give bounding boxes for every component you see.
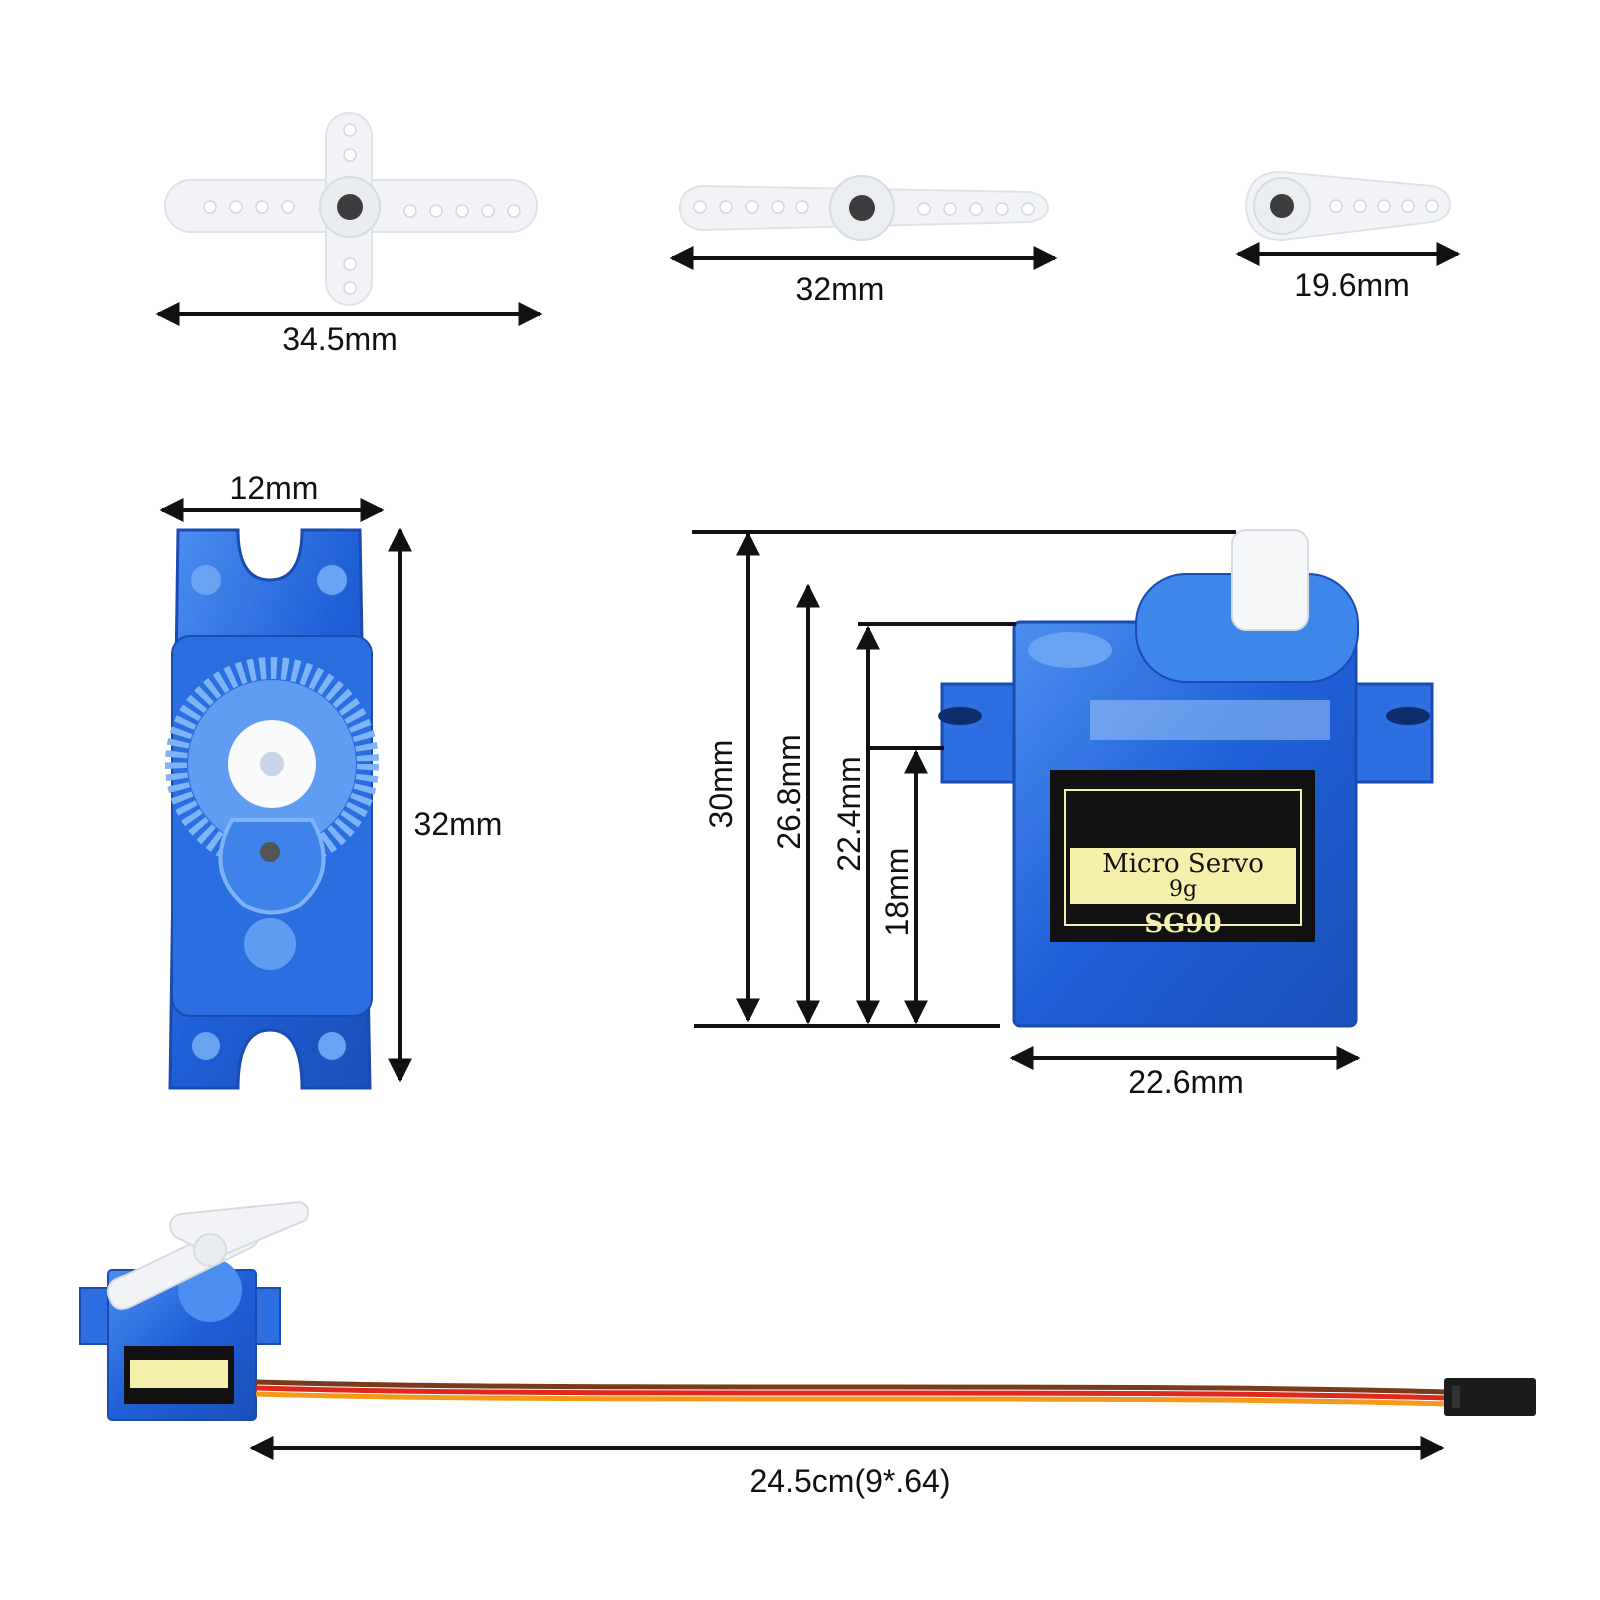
top-length-dimension: 32mm bbox=[414, 806, 503, 842]
height-tab-dimension: 18mm bbox=[879, 848, 915, 937]
height-mount-dimension: 26.8mm bbox=[771, 734, 807, 850]
servo-side-view: Micro Servo 9g SG90 bbox=[938, 529, 1434, 1028]
label-model: SG90 bbox=[1144, 909, 1221, 939]
double-horn bbox=[678, 175, 1050, 241]
single-horn bbox=[1244, 170, 1452, 242]
servo-top-view bbox=[165, 528, 379, 1090]
height-body-top-dimension: 22.4mm bbox=[831, 756, 867, 872]
horn-double-dimension: 32mm bbox=[796, 271, 885, 307]
horn-single-dimension: 19.6mm bbox=[1294, 267, 1410, 303]
horn-cross-dimension: 34.5mm bbox=[282, 321, 398, 357]
height-total-dimension: 30mm bbox=[703, 740, 739, 829]
top-width-dimension: 12mm bbox=[230, 470, 319, 506]
label-micro-servo: Micro Servo bbox=[1102, 849, 1264, 879]
cable-length-dimension: 24.5cm(9*.64) bbox=[750, 1463, 951, 1499]
label-weight: 9g bbox=[1169, 877, 1197, 902]
cross-horn bbox=[164, 112, 538, 306]
servo-with-cable bbox=[79, 1200, 1536, 1421]
body-width-dimension: 22.6mm bbox=[1128, 1064, 1244, 1100]
